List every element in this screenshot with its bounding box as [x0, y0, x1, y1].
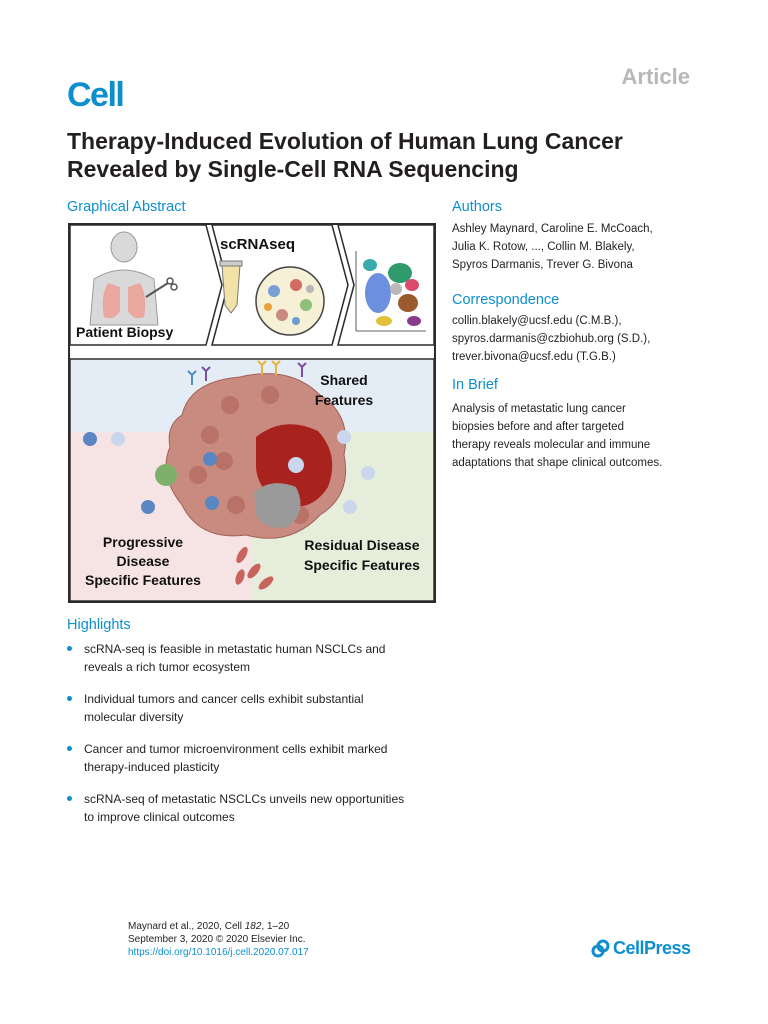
in-brief-line: Analysis of metastatic lung cancer — [452, 403, 626, 415]
doi-link[interactable]: https://doi.org/10.1016/j.cell.2020.07.0… — [128, 947, 309, 958]
citation-line: Maynard et al., 2020, Cell 182, 1–20 — [128, 921, 290, 932]
immune-cells — [83, 430, 375, 514]
surface-receptors — [187, 360, 307, 385]
article-type-label: Article — [621, 64, 690, 89]
graphical-abstract-figure: Patient Biopsy scRNAseq — [68, 223, 436, 603]
patient-biopsy-label: Patient Biopsy — [76, 324, 173, 340]
in-brief-heading: In Brief — [452, 377, 498, 393]
correspondence-email[interactable]: spyros.darmanis@czbiohub.org (S.D.), — [452, 333, 651, 345]
tsne-plot — [355, 251, 426, 332]
graphical-abstract-heading: Graphical Abstract — [67, 199, 186, 215]
bullet-icon — [67, 646, 72, 651]
sample-tube — [219, 260, 243, 314]
authors-line: Julia K. Rotow, ..., Collin M. Blakely, — [452, 241, 635, 253]
highlight-item: Cancer and tumor microenvironment cells … — [67, 740, 447, 776]
highlight-item: scRNA-seq of metastatic NSCLCs unveils n… — [67, 790, 447, 826]
bullet-icon — [67, 696, 72, 701]
authors-heading: Authors — [452, 199, 502, 215]
authors-line: Ashley Maynard, Caroline E. McCoach, — [452, 223, 653, 235]
residual-label-line2: Specific Features — [304, 557, 420, 573]
highlights-list: scRNA-seq is feasible in metastatic huma… — [67, 640, 447, 840]
authors-line: Spyros Darmanis, Trever G. Bivona — [452, 259, 633, 271]
scrnaseq-label: scRNAseq — [220, 236, 295, 253]
correspondence-list: collin.blakely@ucsf.edu (C.M.B.), spyros… — [452, 312, 722, 366]
patient-silhouette — [89, 231, 178, 326]
journal-logo: Cell — [67, 76, 125, 114]
graphical-abstract-illustration: Patient Biopsy scRNAseq — [70, 225, 434, 601]
in-brief-line: adaptations that shape clinical outcomes… — [452, 457, 663, 469]
bullet-icon — [67, 746, 72, 751]
highlight-item: scRNA-seq is feasible in metastatic huma… — [67, 640, 447, 676]
in-brief-line: biopsies before and after targeted — [452, 421, 624, 433]
migrating-cells — [235, 546, 274, 590]
correspondence-email[interactable]: collin.blakely@ucsf.edu (C.M.B.), — [452, 315, 622, 327]
correspondence-heading: Correspondence — [452, 292, 560, 308]
in-brief-line: therapy reveals molecular and immune — [452, 439, 651, 451]
progressive-label-line2: Disease — [117, 553, 170, 569]
shared-label-line1: Shared — [320, 372, 367, 388]
cell-dish — [255, 266, 325, 336]
shared-label-line2: Features — [315, 392, 374, 408]
in-brief-text: Analysis of metastatic lung cancer biops… — [452, 400, 742, 472]
citation-footer: Maynard et al., 2020, Cell 182, 1–20 Sep… — [128, 920, 309, 959]
highlight-item: Individual tumors and cancer cells exhib… — [67, 690, 447, 726]
progressive-label-line3: Specific Features — [85, 572, 201, 588]
residual-label-line1: Residual Disease — [304, 537, 419, 553]
progressive-label-line1: Progressive — [103, 534, 183, 550]
cellpress-logo: CellPress — [590, 938, 691, 959]
bullet-icon — [67, 796, 72, 801]
correspondence-email[interactable]: trever.bivona@ucsf.edu (T.G.B.) — [452, 351, 616, 363]
paper-title: Therapy-Induced Evolution of Human Lung … — [67, 128, 623, 182]
authors-list: Ashley Maynard, Caroline E. McCoach, Jul… — [452, 220, 722, 274]
date-line: September 3, 2020 © 2020 Elsevier Inc. — [128, 934, 306, 945]
cellpress-mark-icon — [591, 939, 610, 957]
highlights-heading: Highlights — [67, 617, 131, 633]
